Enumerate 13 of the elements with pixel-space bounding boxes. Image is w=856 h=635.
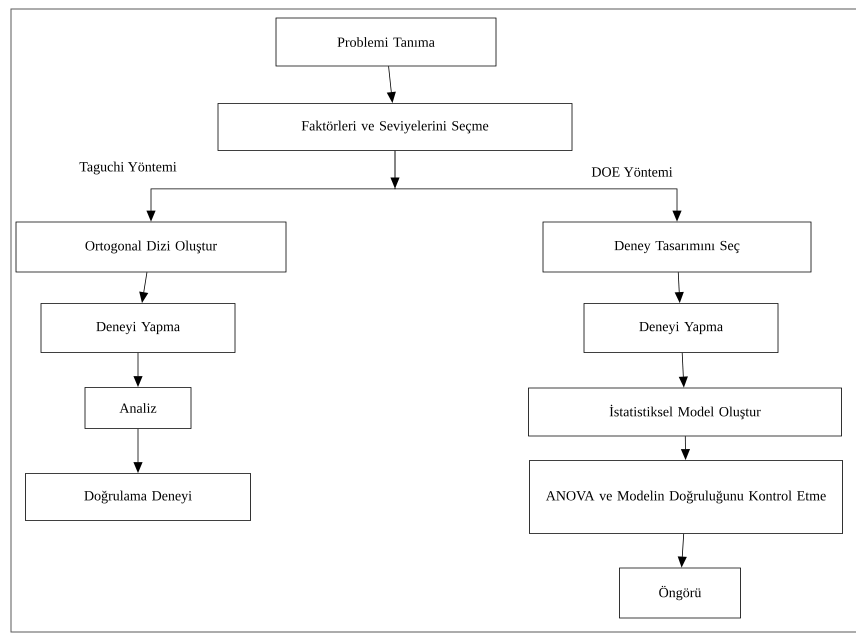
edge-label: DOE Yöntemi <box>590 166 674 178</box>
process-box: İstatistiksel Model Oluştur <box>528 388 842 436</box>
process-box: Ortogonal Dizi Oluştur <box>16 222 286 272</box>
edge-label: Taguchi Yöntemi <box>78 160 178 176</box>
process-box: Deneyi Yapma <box>40 303 236 353</box>
process-box: Doğrulama Deneyi <box>25 473 251 521</box>
process-box: Deney Tasarımını Seç <box>542 222 812 272</box>
process-box: Öngörü <box>619 568 741 618</box>
process-box: Problemi Tanıma <box>276 18 496 66</box>
process-box: Faktörleri ve Seviyelerini Seçme <box>218 103 572 151</box>
process-box: Deneyi Yapma <box>584 303 778 353</box>
process-box: ANOVA ve Modelin Doğruluğunu Kontrol Etme <box>529 460 843 534</box>
process-box: Analiz <box>84 387 192 429</box>
